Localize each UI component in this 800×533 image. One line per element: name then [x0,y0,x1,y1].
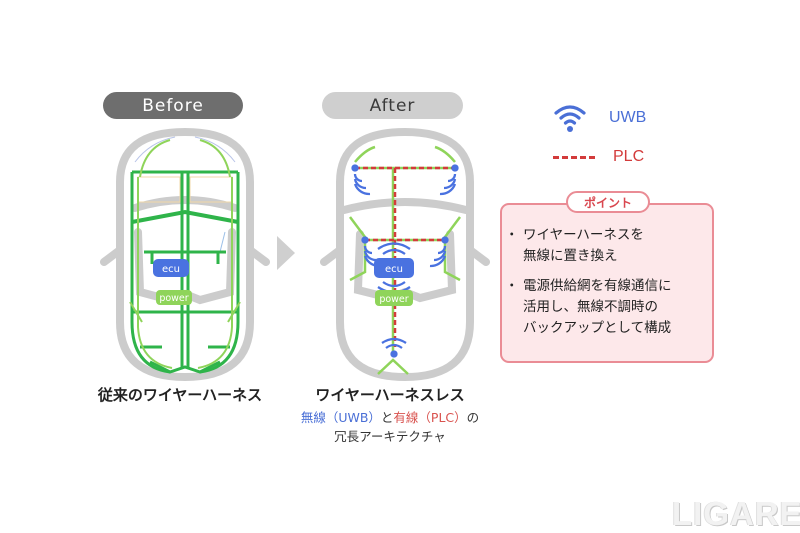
subcaption-plc: 有線（PLC） [393,410,467,425]
ecu-box [374,258,414,278]
subcaption-uwb: 無線（UWB） [300,410,381,425]
dashed-line-icon [553,155,595,159]
point-title: ポイント [566,191,650,213]
ecu-box [153,259,189,277]
before-car-diagram: ecu power [100,127,270,382]
point-item: ワイヤーハーネスを 無線に置き換え [505,225,712,267]
light-harness-wiring [129,139,241,369]
subcaption-to: と [380,410,394,425]
power-label: power [379,294,408,305]
harness-wiring [130,170,240,374]
point-list: ワイヤーハーネスを 無線に置き換え 電源供給網を有線通信に 活用し、無線不調時の… [505,225,712,348]
before-tag: Before [103,92,243,119]
power-box [156,290,192,305]
transition-arrow-icon [277,236,295,270]
subcaption-no: の [466,410,480,425]
power-box [375,290,413,306]
car-body-outline [320,127,490,382]
ecu-label: ecu [162,264,180,275]
watermark-logo: LIGARE [672,495,800,532]
ecu-label: ecu [385,264,403,275]
car-body-outline [100,127,270,382]
legend-plc-label: PLC [613,148,645,165]
after-subcaption-line1: 無線（UWB）と有線（PLC）の [285,407,495,426]
point-item-line: 無線に置き換え [523,248,618,264]
after-subcaption-line2: 冗長アーキテクチャ [334,429,446,444]
point-item-line: 活用し、無線不調時の [523,299,658,315]
point-item: 電源供給網を有線通信に 活用し、無線不調時の バックアップとして構成 [505,276,712,339]
point-item-line: 電源供給網を有線通信に [523,278,672,294]
before-caption: 従来のワイヤーハーネス [97,386,263,404]
point-item-line: バックアップとして構成 [523,320,672,336]
point-item-line: ワイヤーハーネスを [523,227,644,243]
wifi-icon [554,105,586,132]
power-label: power [159,293,188,304]
legend-uwb-label: UWB [609,109,647,126]
legend-plc: PLC [553,148,644,166]
after-caption: ワイヤーハーネスレス [315,386,465,404]
after-car-diagram: ecu power [320,127,490,382]
legend-uwb: UWB [553,103,646,133]
plc-wiring [355,166,455,347]
after-tag: After [322,92,463,119]
